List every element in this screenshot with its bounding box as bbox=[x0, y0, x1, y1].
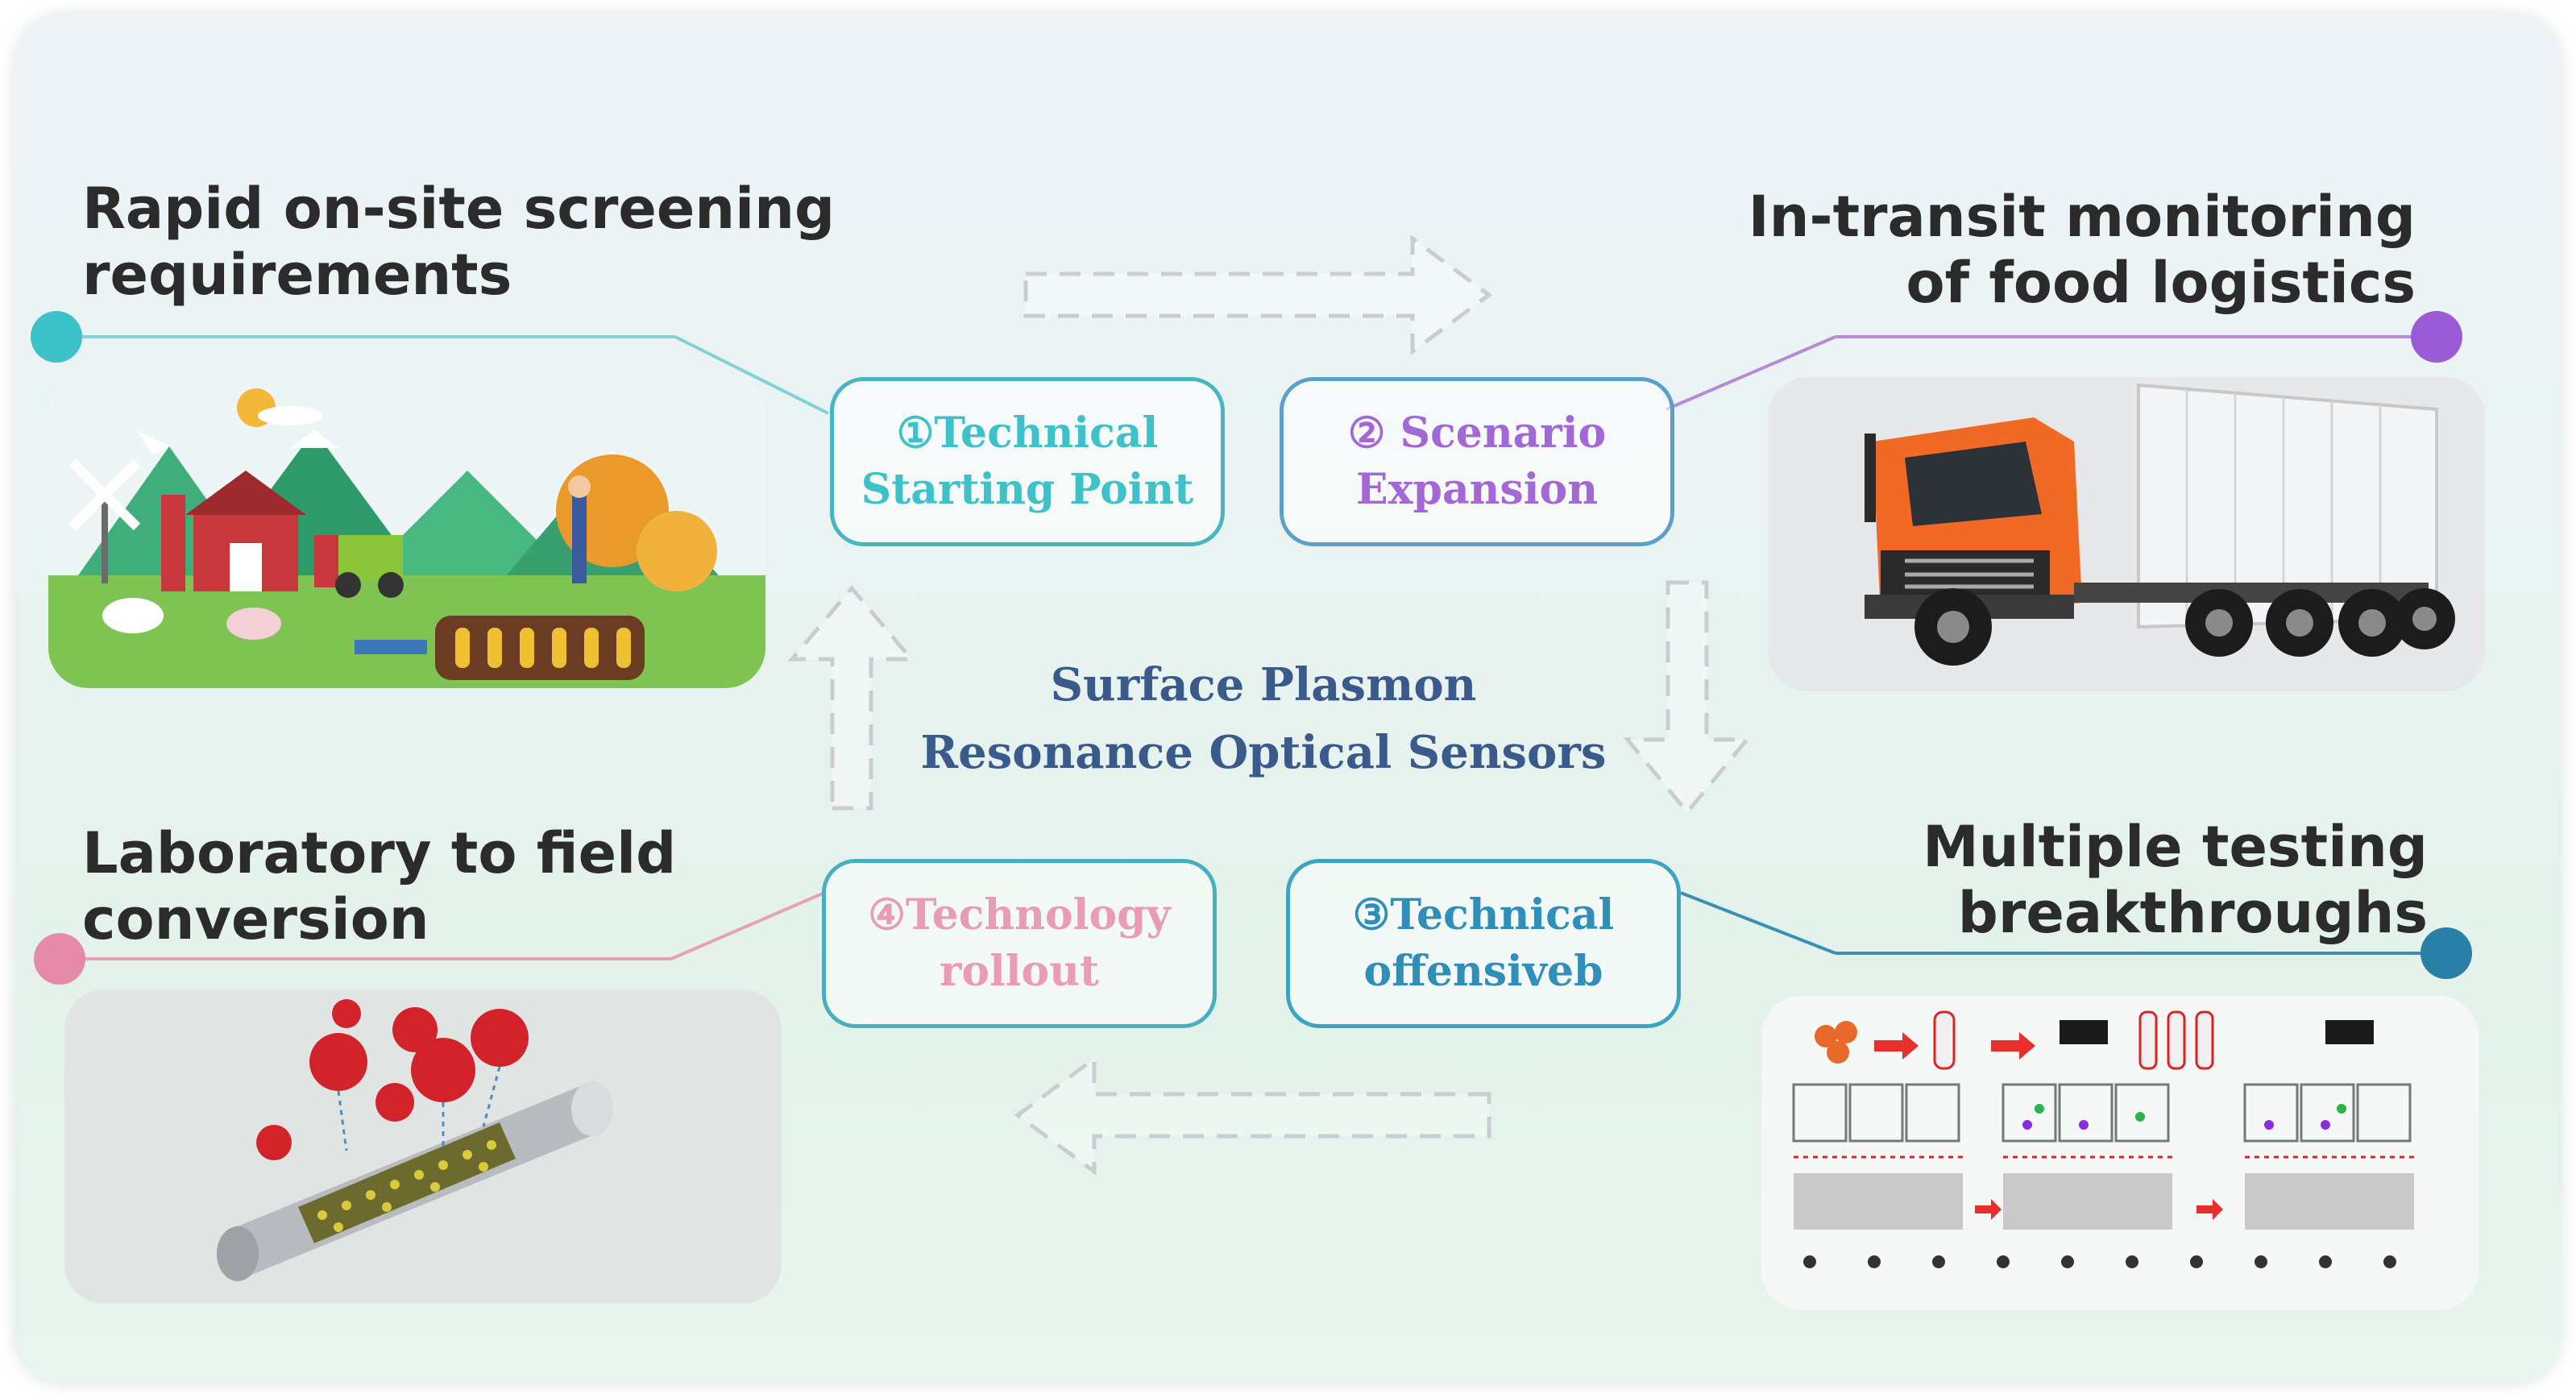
arrow-left-icon bbox=[1014, 1055, 1491, 1176]
dot-top-left bbox=[31, 311, 82, 363]
title-bottom-left: Laboratory to field conversion bbox=[82, 820, 677, 952]
arrow-up-icon bbox=[787, 585, 916, 811]
detection-schematic bbox=[1761, 996, 2479, 1310]
dot-top-right bbox=[2411, 311, 2462, 363]
center-title: Surface Plasmon Resonance Optical Sensor… bbox=[920, 658, 1607, 779]
step-4-box: ④Technology rollout bbox=[822, 859, 1217, 1028]
title-top-left: Rapid on-site screening requirements bbox=[82, 176, 836, 308]
truck-photo bbox=[1768, 377, 2485, 691]
arrow-right-icon bbox=[1023, 234, 1493, 355]
title-bottom-right: Multiple testing breakthroughs bbox=[1923, 814, 2428, 946]
connector-layer bbox=[31, 234, 2472, 1176]
dot-bottom-right bbox=[2420, 927, 2472, 979]
arrow-down-icon bbox=[1623, 580, 1752, 815]
nanotube-sensor-illustration bbox=[64, 989, 782, 1304]
step-3-box: ③Technical offensiveb bbox=[1286, 859, 1681, 1028]
diagram-canvas: Rapid on-site screening requirements In-… bbox=[15, 15, 2561, 1383]
title-top-right: In-transit monitoring of food logistics bbox=[1748, 184, 2416, 316]
farm-illustration bbox=[48, 374, 765, 688]
dot-bottom-left bbox=[34, 933, 85, 985]
step-1-box: ①Technical Starting Point bbox=[830, 377, 1225, 546]
step-2-box: ② Scenario Expansion bbox=[1280, 377, 1674, 546]
